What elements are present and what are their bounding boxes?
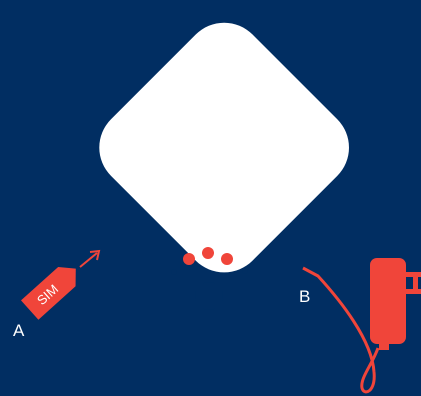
power-port xyxy=(195,282,223,310)
sim-card: SIM xyxy=(21,251,99,320)
status-led-3 xyxy=(221,253,233,265)
power-cable xyxy=(303,268,378,392)
label-b: B xyxy=(299,287,310,306)
adapter-prong-mid xyxy=(413,277,418,289)
label-a: A xyxy=(13,321,25,340)
sim-insert-arrow xyxy=(80,253,97,267)
indicator-dot-right xyxy=(242,268,248,274)
status-led-1 xyxy=(183,253,195,265)
status-led-2 xyxy=(202,247,214,259)
router-device xyxy=(83,6,366,310)
adapter-prong-top xyxy=(406,272,421,277)
power-adapter xyxy=(370,258,421,350)
adapter-neck xyxy=(379,340,389,350)
adapter-prong-bottom xyxy=(406,289,421,294)
power-adapter-icon xyxy=(370,258,406,344)
router-body xyxy=(83,6,366,289)
indicator-dot-left xyxy=(171,269,177,275)
